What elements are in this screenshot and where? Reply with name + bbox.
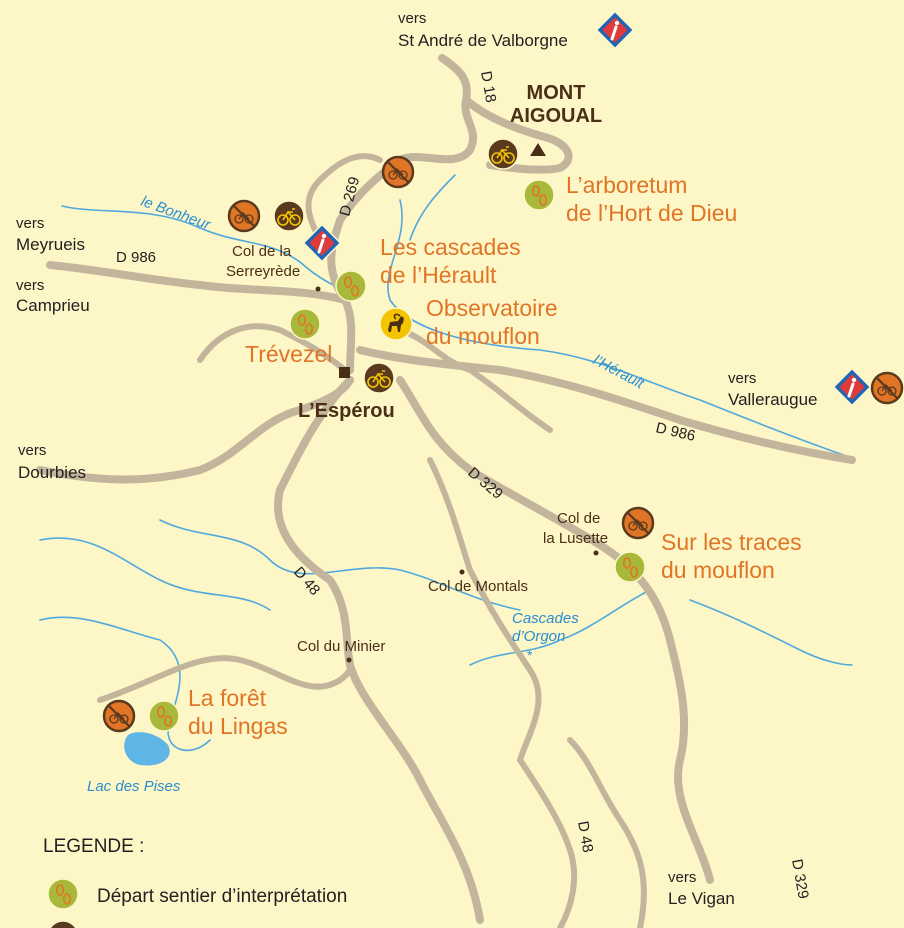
town-vigan: Le Vigan (668, 889, 735, 908)
river-orgon (469, 589, 651, 666)
trail-lingas-2: du Lingas (188, 713, 288, 739)
water-herault: l’Hérault (590, 352, 647, 393)
place-mont-aigoual-2: AIGOUAL (510, 105, 602, 127)
legend-trail-icon (47, 878, 79, 910)
town-camprieu-vers: vers (16, 277, 44, 294)
place-col-serreyrede-1: Col de la (232, 243, 292, 260)
trail-observatoire-2: du mouflon (426, 323, 540, 349)
trail-trevezel: Trévezel (245, 341, 332, 367)
road-d48 (274, 376, 484, 924)
road-d18 (336, 54, 478, 224)
place-col-montals: Col de Montals (428, 578, 528, 595)
legend-bike-icon (47, 920, 79, 928)
town-dourbies-vers: vers (18, 442, 46, 459)
town-valborgne-vers: vers (398, 10, 426, 27)
no-bike-icon (621, 506, 655, 540)
place-mont-aigoual-1: MONT (527, 82, 586, 104)
place-col-lusette-2: la Lusette (543, 530, 608, 547)
trail-observatoire-1: Observatoire (426, 295, 558, 321)
no-bike-icon (870, 371, 904, 405)
road-north-branch (305, 153, 383, 243)
legend-trail-start: Départ sentier d’interprétation (97, 886, 347, 907)
col-lusette-dot (593, 550, 599, 556)
trail-lingas-1: La forêt (188, 685, 267, 711)
summit-triangle-icon (530, 143, 546, 156)
road-d329 (396, 376, 714, 884)
bike-trail-icon (363, 362, 395, 394)
water-cascades-orgon-1: Cascades (512, 610, 579, 627)
trail-cascades-2: de l’Hérault (380, 262, 497, 288)
river-south-1 (159, 519, 521, 611)
trail-traces-1: Sur les traces (661, 529, 802, 555)
water-lac-pises: Lac des Pises (87, 778, 181, 795)
trail-cascades-1: Les cascades (380, 234, 521, 260)
info-icon (595, 10, 635, 50)
river-east (689, 599, 853, 666)
col-serreyrede-dot (315, 286, 321, 292)
river-bonheur (61, 205, 361, 296)
place-col-serreyrede-2: Serreyrède (226, 263, 300, 280)
road-label-d986-west: D 986 (116, 249, 156, 266)
road-dourbies (36, 376, 354, 484)
road-d48-south (517, 757, 578, 928)
bike-trail-icon (273, 200, 305, 232)
road-d986-west (46, 261, 349, 304)
legend: LEGENDE : Départ sentier d’interprétatio… (43, 836, 347, 928)
road-label-d329-north: D 329 (464, 464, 506, 503)
no-bike-icon (381, 155, 415, 189)
place-col-minier: Col du Minier (297, 638, 385, 655)
road-label-d18: D 18 (477, 70, 499, 104)
info-icon (832, 367, 872, 407)
trail-traces-2: du mouflon (661, 557, 775, 583)
road-montals (427, 457, 542, 763)
roads (36, 54, 856, 928)
road-label-d48-south: D 48 (574, 820, 596, 854)
road-aigoual-loop (462, 96, 573, 174)
trail-start-icon (523, 179, 555, 211)
road-label-d329-south: D 329 (788, 858, 812, 900)
town-valborgne: St André de Valborgne (398, 31, 568, 50)
col-montals-dot (459, 569, 465, 575)
road-trevezel (197, 323, 348, 373)
bike-trail-icon (487, 138, 519, 170)
place-col-lusette-1: Col de (557, 510, 600, 527)
trail-start-icon (614, 551, 646, 583)
river-herault-upper (409, 174, 456, 241)
river-west (39, 537, 271, 611)
water-cascades-orgon-2: d’Orgon (512, 628, 565, 645)
legend-title: LEGENDE : (43, 836, 144, 857)
river-herault (387, 199, 853, 459)
lac-des-pises (124, 732, 170, 766)
no-bike-icon (227, 199, 261, 233)
place-esperou: L’Espérou (298, 400, 395, 422)
trail-start-icon (148, 700, 180, 732)
road-d986-east (356, 346, 856, 464)
trail-start-icon (289, 308, 321, 340)
town-dourbies: Dourbies (18, 463, 86, 482)
trail-arboretum-2: de l’Hort de Dieu (566, 200, 737, 226)
town-camprieu: Camprieu (16, 296, 90, 315)
mouflon-icon (379, 307, 413, 341)
col-minier-dot (346, 657, 352, 663)
road-hairpins (397, 327, 553, 433)
town-meyrueis-vers: vers (16, 215, 44, 232)
trail-arboretum-1: L’arboretum (566, 172, 687, 198)
esperou-square-icon (339, 367, 350, 378)
town-vigan-vers: vers (668, 869, 696, 886)
road-lingas (97, 655, 354, 703)
cascades-orgon-star: * (527, 647, 533, 663)
no-bike-icon (102, 699, 136, 733)
town-valleraugue: Valleraugue (728, 390, 817, 409)
road-east-branch (567, 737, 647, 928)
trail-start-icon (335, 270, 367, 302)
town-valleraugue-vers: vers (728, 370, 756, 387)
town-meyrueis: Meyrueis (16, 235, 85, 254)
